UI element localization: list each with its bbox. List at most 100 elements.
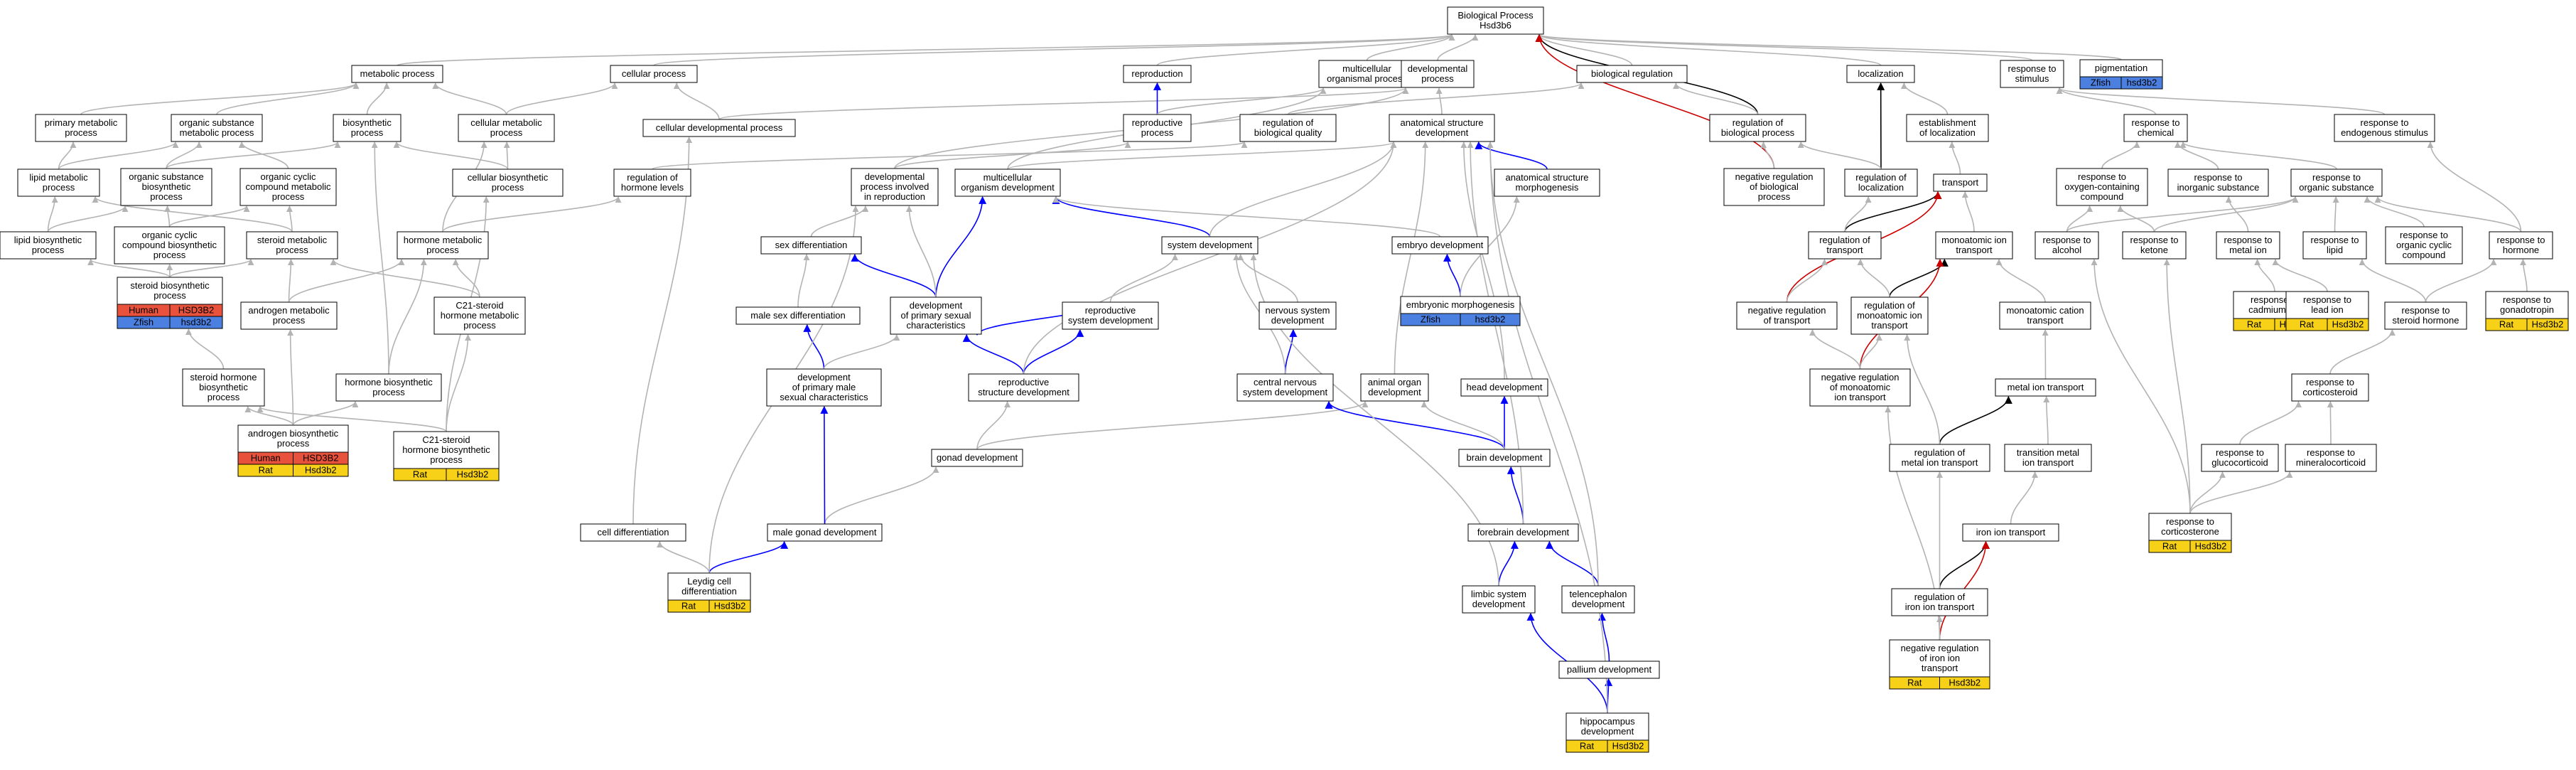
node-label-line: ion transport [1834,392,1886,402]
go-term-node-bioreg[interactable]: biological regulation [1576,65,1688,83]
node-label-line: response to [2224,235,2273,245]
go-term-node-brain_dev[interactable]: brain development [1458,449,1551,467]
node-label-line: process [1141,127,1174,138]
go-term-node-pallium_dev[interactable]: pallium development [1558,661,1660,679]
go-term-node-cell_dev[interactable]: cellular developmental process [642,119,796,137]
go-term-node-iron_transport[interactable]: iron ion transport [1962,523,2059,542]
go-term-node-metabolic[interactable]: metabolic process [351,65,443,83]
go-term-node-transport[interactable]: transport [1933,173,1988,192]
go-term-node-forebrain_dev[interactable]: forebrain development [1467,523,1579,542]
go-term-node-embryo_dev[interactable]: embryo development [1391,236,1489,255]
go-term-node-reproduction[interactable]: reproduction [1123,65,1192,83]
node-box [2004,444,2092,472]
go-term-node-gonad_dev[interactable]: gonad development [931,449,1023,467]
go-term-node-localization[interactable]: localization [1846,65,1915,83]
go-term-node-sex_diff[interactable]: sex differentiation [760,236,862,255]
go-term-node-cellular[interactable]: cellular process [610,65,698,83]
go-term-node-cell_diff[interactable]: cell differentiation [580,523,686,542]
edge-is-a [185,328,225,370]
go-term-node-metal_ion_transport[interactable]: metal ion transport [1995,378,2096,397]
go-term-node-male_gonad_dev[interactable]: male gonad development [767,523,883,542]
go-term-node-head_dev[interactable]: head development [1460,378,1548,397]
go-term-node-male_sex_diff[interactable]: male sex differentiation [735,306,861,325]
go-term-node-system_dev[interactable]: system development [1161,236,1259,255]
